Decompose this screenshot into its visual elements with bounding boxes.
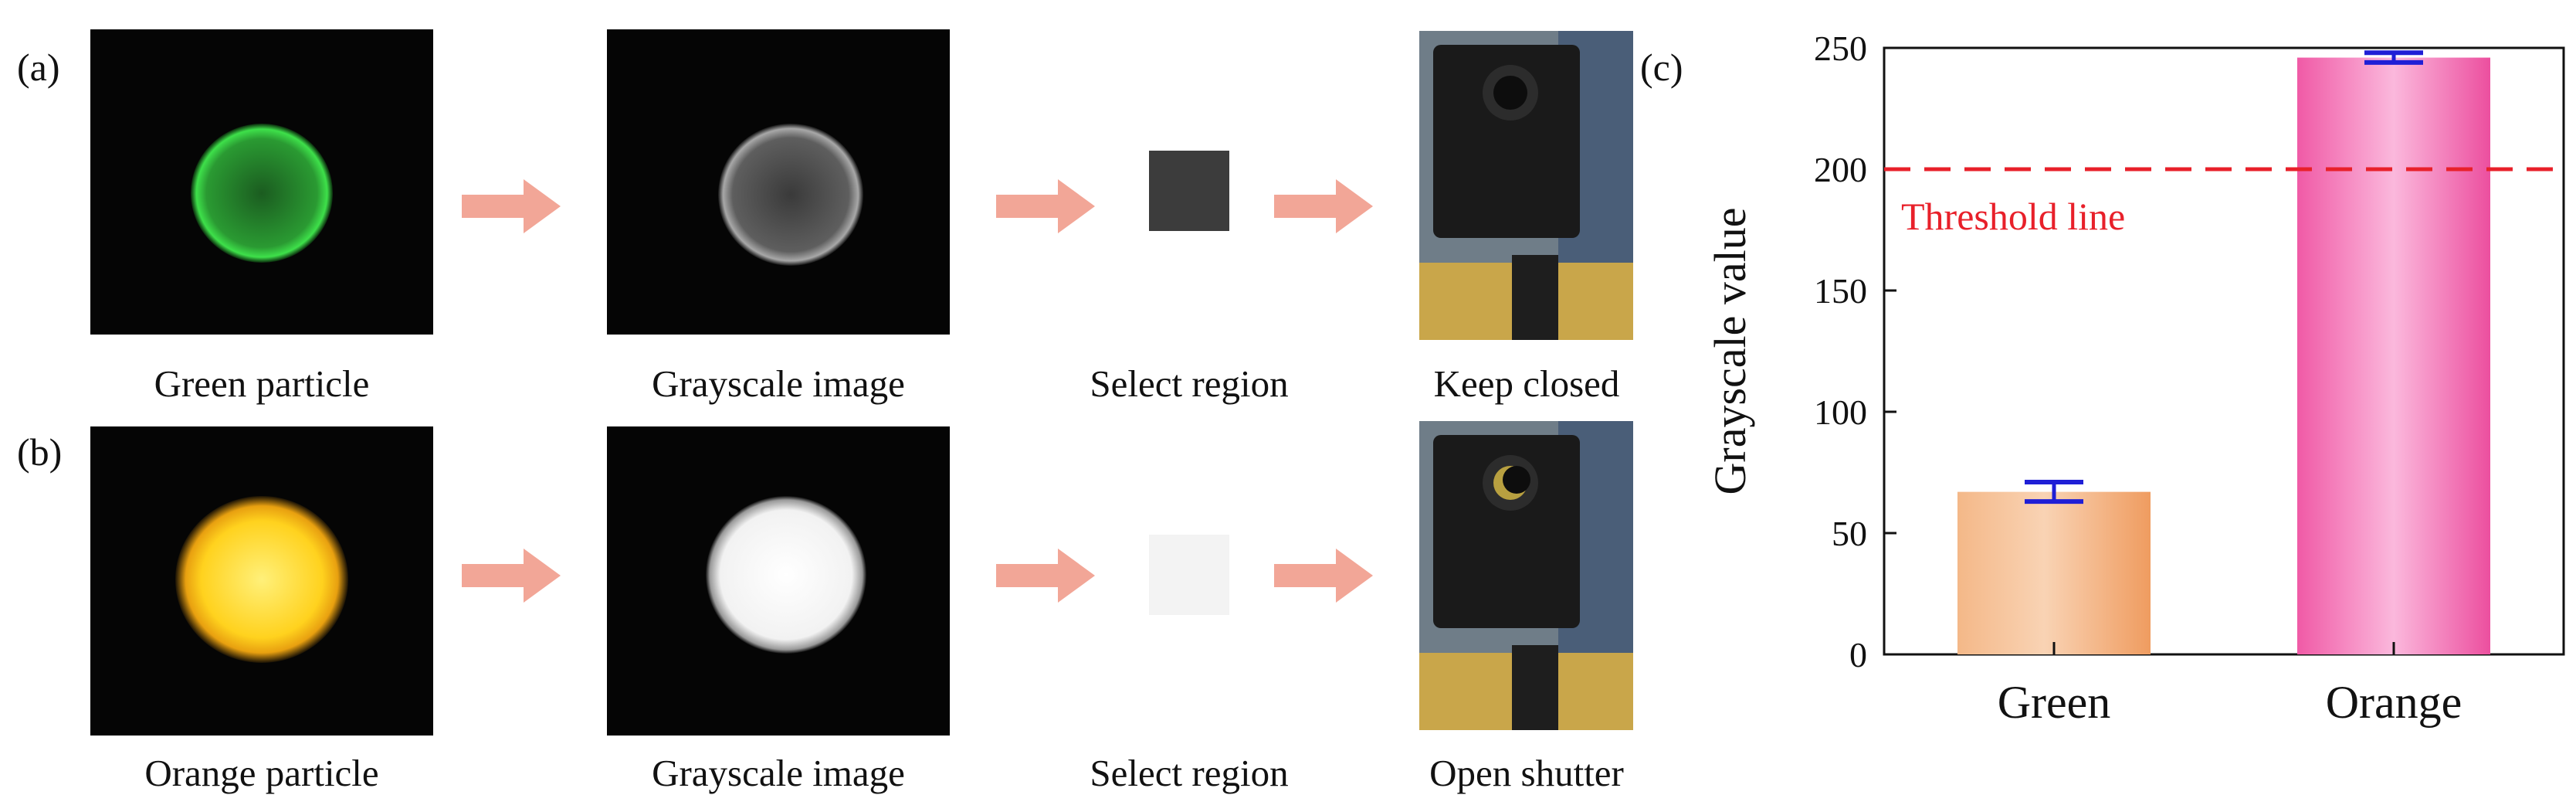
- y-tick-label: 0: [1849, 635, 1867, 674]
- y-axis-label: Grayscale value: [1705, 208, 1755, 495]
- caption-green-particle: Green particle: [154, 362, 370, 405]
- arrow-icon: [996, 179, 1095, 233]
- selected-region-a: [1149, 151, 1229, 231]
- arrow-icon: [462, 549, 561, 603]
- shutter-photo-open: [1419, 421, 1633, 730]
- caption-select-region-a: Select region: [1090, 362, 1289, 405]
- green-particle-image: [90, 29, 433, 335]
- bar: [1957, 491, 2151, 654]
- caption-grayscale-b: Grayscale image: [652, 752, 905, 794]
- y-tick-label: 100: [1814, 392, 1867, 432]
- plot-frame: [1883, 46, 2565, 656]
- x-tick-label: Orange: [2326, 677, 2462, 728]
- y-tick-label: 50: [1832, 514, 1867, 553]
- caption-orange-particle: Orange particle: [144, 752, 379, 794]
- shutter-photo-closed: [1419, 31, 1633, 340]
- arrow-icon: [1274, 179, 1373, 233]
- arrow-icon: [996, 549, 1095, 603]
- y-tick-label: 200: [1814, 150, 1867, 189]
- caption-keep-closed: Keep closed: [1433, 362, 1620, 405]
- panel-label-b: (b): [17, 430, 63, 474]
- caption-open-shutter: Open shutter: [1429, 752, 1624, 794]
- selected-region-b: [1149, 535, 1229, 615]
- threshold-label: Threshold line: [1901, 195, 2125, 238]
- x-tick-label: Green: [1998, 677, 2111, 728]
- grayscale-image-a: [607, 29, 950, 335]
- y-tick-label: 150: [1814, 271, 1867, 311]
- arrow-icon: [1274, 549, 1373, 603]
- caption-grayscale-a: Grayscale image: [652, 362, 905, 405]
- orange-particle-image: [90, 426, 433, 736]
- arrow-icon: [462, 179, 561, 233]
- caption-select-region-b: Select region: [1090, 752, 1289, 794]
- bar: [2297, 57, 2490, 654]
- panel-label-a: (a): [17, 46, 60, 89]
- y-tick-label: 250: [1814, 29, 1867, 68]
- panel-label-c: (c): [1640, 46, 1683, 89]
- grayscale-image-b: [607, 426, 950, 736]
